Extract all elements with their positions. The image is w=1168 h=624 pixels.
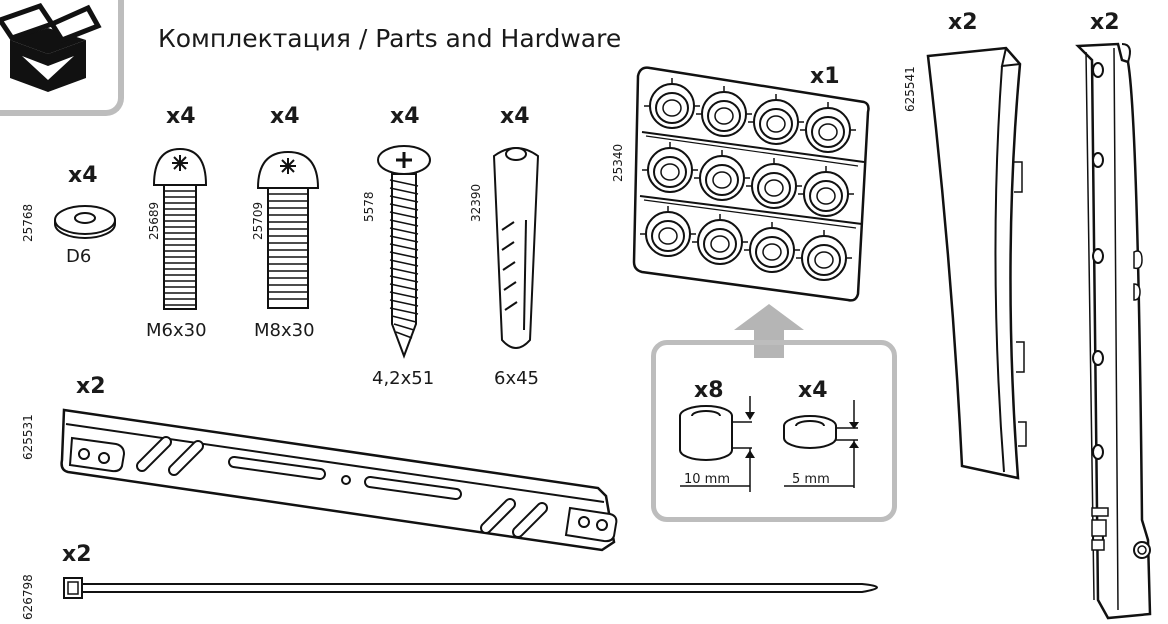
tie-code: 626798 <box>21 574 35 620</box>
cable-tie-icon <box>63 577 878 599</box>
washer-qty: x4 <box>68 163 98 188</box>
washer-icon <box>54 205 116 239</box>
bolt-m8-qty: x4 <box>270 104 300 129</box>
spacer-item <box>694 150 750 201</box>
curved-plate-code: 625541 <box>903 66 917 112</box>
spacer-item <box>692 214 748 265</box>
spacer-item <box>746 158 802 209</box>
spacer-short-size: 5 mm <box>792 472 830 487</box>
bolt-m6-icon <box>152 147 208 310</box>
spacer-tall-size: 10 mm <box>684 472 731 487</box>
wall-bracket-icon <box>60 408 618 552</box>
spacer-sheet-code: 25340 <box>611 143 625 182</box>
spacer-item <box>800 102 856 153</box>
spacer-short-icon <box>783 400 859 488</box>
arrow-up-icon <box>734 304 804 358</box>
spacer-item <box>696 86 752 137</box>
spacer-tall-qty: x8 <box>694 378 724 403</box>
dowel-qty: x4 <box>500 104 530 129</box>
spacer-item <box>642 142 698 193</box>
vertical-rail-icon <box>1075 42 1152 620</box>
bracket-qty: x2 <box>76 374 106 399</box>
spacer-item <box>744 222 800 273</box>
curved-plate-icon <box>926 46 1027 480</box>
spacer-item <box>640 206 696 257</box>
spacer-sheet-icon <box>632 66 870 302</box>
dowel-size: 6x45 <box>494 368 540 389</box>
open-box-icon <box>0 2 102 92</box>
spacer-tall-icon <box>679 396 755 492</box>
bolt-m6-qty: x4 <box>166 104 196 129</box>
rail-qty: x2 <box>1090 10 1120 35</box>
page-title: Комплектация / Parts and Hardware <box>158 24 622 53</box>
bolt-m8-size: M8x30 <box>254 320 315 341</box>
spacer-short-qty: x4 <box>798 378 828 403</box>
spacer-item <box>798 166 854 217</box>
bolt-m6-size: M6x30 <box>146 320 207 341</box>
dowel-code: 32390 <box>469 183 483 222</box>
washer-code: 25768 <box>21 203 35 242</box>
screw-icon <box>377 145 431 359</box>
curved-plate-qty: x2 <box>948 10 978 35</box>
bracket-code: 625531 <box>21 414 35 460</box>
spacer-detail-panel <box>651 340 897 522</box>
wall-plug-icon <box>492 147 540 349</box>
tie-qty: x2 <box>62 542 92 567</box>
screw-qty: x4 <box>390 104 420 129</box>
washer-size: D6 <box>66 246 92 267</box>
spacer-item <box>748 94 804 145</box>
screw-size: 4,2x51 <box>372 368 435 389</box>
spacer-item <box>796 230 852 281</box>
bolt-m8-icon <box>256 150 320 309</box>
spacer-item <box>644 78 700 129</box>
spacer-sheet-qty: x1 <box>810 64 840 89</box>
